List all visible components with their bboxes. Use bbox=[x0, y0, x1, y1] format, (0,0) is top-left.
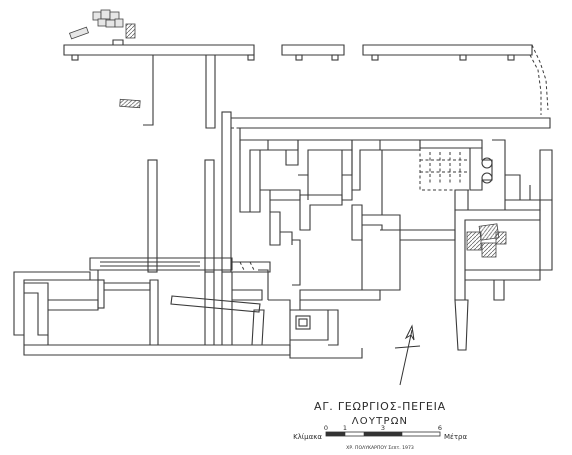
plan-subtitle: ΛΟΥΤΡΩΝ bbox=[352, 416, 408, 427]
vertical-walls bbox=[112, 39, 232, 273]
scale-tick-6: 6 bbox=[438, 424, 442, 432]
scale-tick-3: 3 bbox=[381, 424, 385, 432]
scale-right-label: Μέτρα bbox=[444, 433, 467, 441]
lower-left-rooms bbox=[13, 257, 291, 356]
scale-bar bbox=[325, 431, 441, 437]
scale-left-label: Κλίμακα bbox=[293, 433, 322, 441]
central-rooms bbox=[231, 117, 551, 301]
drawing-credit: ΧΡ. ΠΟΛΥΚΑΡΠΟΥ Σεπτ. 1973 bbox=[346, 445, 414, 451]
north-wall bbox=[63, 44, 549, 115]
bath-structure bbox=[419, 139, 553, 271]
rubble-stones bbox=[69, 9, 141, 109]
scale-tick-0: 0 bbox=[324, 424, 328, 432]
scale-tick-1: 1 bbox=[343, 424, 347, 432]
small-square-room bbox=[268, 299, 363, 359]
plan-title: ΑΓ. ΓΕΩΡΓΙΟΣ-ΠΕΓΕΙΑ bbox=[314, 400, 446, 413]
right-room bbox=[454, 209, 541, 351]
north-arrow-icon bbox=[394, 324, 421, 386]
